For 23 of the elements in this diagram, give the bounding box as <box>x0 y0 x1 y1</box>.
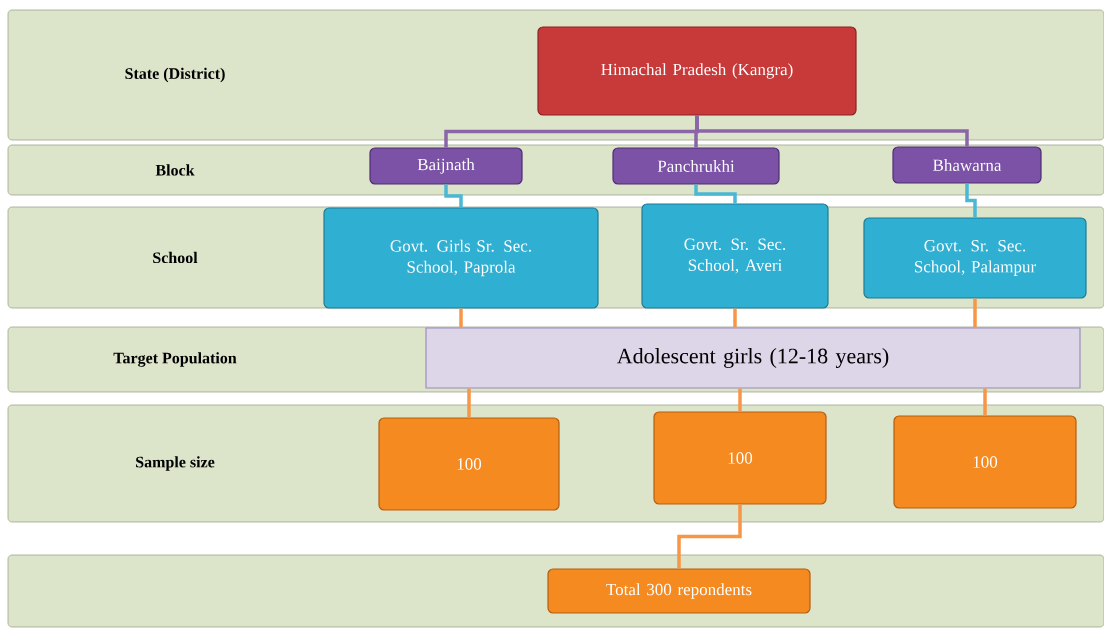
process-box: 100 <box>378 417 560 511</box>
connector <box>677 504 742 569</box>
connector <box>738 388 742 412</box>
connector <box>467 388 471 418</box>
label-tab: Baijnath <box>369 147 523 185</box>
connector <box>694 184 737 204</box>
connector <box>733 308 737 328</box>
population-bar: Adolescent girls (12-18 years) <box>425 327 1081 389</box>
label-tab: Bhawarna <box>892 146 1042 184</box>
process-box: Himachal Pradesh (Kangra) <box>537 26 857 116</box>
connector <box>965 183 977 218</box>
label-tab: Panchrukhi <box>612 147 780 185</box>
connector <box>973 298 977 328</box>
connector <box>444 184 463 208</box>
process-box: 100 <box>653 411 827 505</box>
connector <box>459 308 463 328</box>
process-box: Govt. Sr. Sec. School, Averi <box>641 203 829 309</box>
process-box: Govt. Sr. Sec. School, Palampur <box>863 217 1087 299</box>
process-box: Govt. Girls Sr. Sec. School, Paprola <box>323 207 599 309</box>
process-box: 100 <box>893 415 1077 509</box>
label-tab: Total 300 repondents <box>547 568 811 614</box>
connector <box>983 388 987 416</box>
connector <box>695 115 969 147</box>
